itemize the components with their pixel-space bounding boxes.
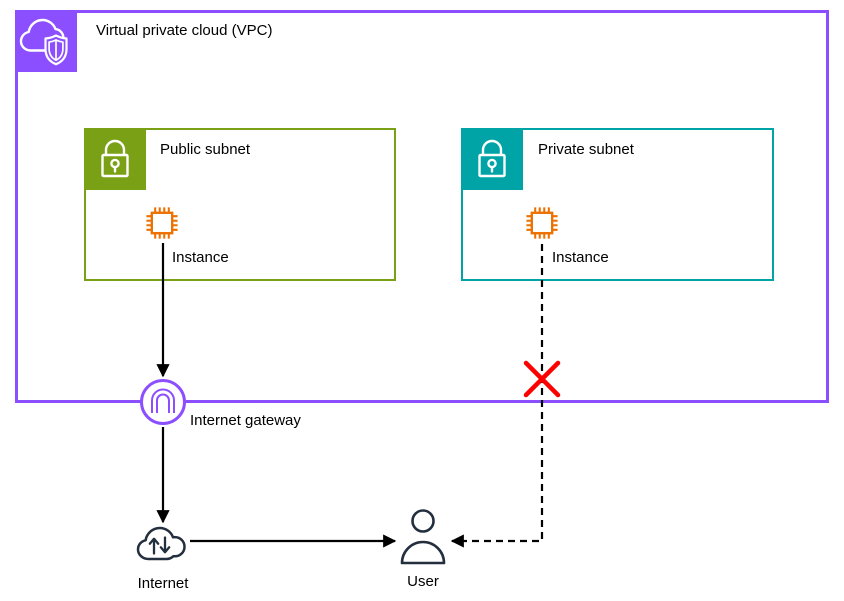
chip-icon xyxy=(146,207,178,239)
public-instance-label: Instance xyxy=(172,249,229,266)
user-icon xyxy=(397,502,449,573)
private-subnet-icon xyxy=(461,128,523,190)
chip-icon xyxy=(526,207,558,239)
private-instance-icon xyxy=(525,206,559,245)
internet-gateway-icon xyxy=(133,372,193,437)
user-label: User xyxy=(407,573,439,590)
public-subnet-icon xyxy=(84,128,146,190)
public-subnet-label: Public subnet xyxy=(160,141,251,158)
private-instance-label: Instance xyxy=(552,249,609,266)
public-subnet-box xyxy=(84,128,396,281)
cloud-up-down-arrows-icon xyxy=(136,526,186,561)
internet-label: Internet xyxy=(137,575,189,592)
vpc-cloud-shield-icon xyxy=(19,18,68,66)
internet-gateway-label: Internet gateway xyxy=(190,412,301,429)
public-instance-icon xyxy=(145,206,179,245)
internet-icon xyxy=(134,523,190,570)
vpc-boundary-box xyxy=(15,10,829,403)
padlock-icon xyxy=(101,139,129,178)
vpc-label: Virtual private cloud (VPC) xyxy=(96,22,273,39)
gateway-arch-icon xyxy=(140,379,186,425)
vpc-icon xyxy=(15,10,77,72)
private-subnet-box xyxy=(461,128,774,281)
private-subnet-label: Private subnet xyxy=(538,141,634,158)
person-icon xyxy=(400,509,446,565)
padlock-icon xyxy=(478,139,506,178)
